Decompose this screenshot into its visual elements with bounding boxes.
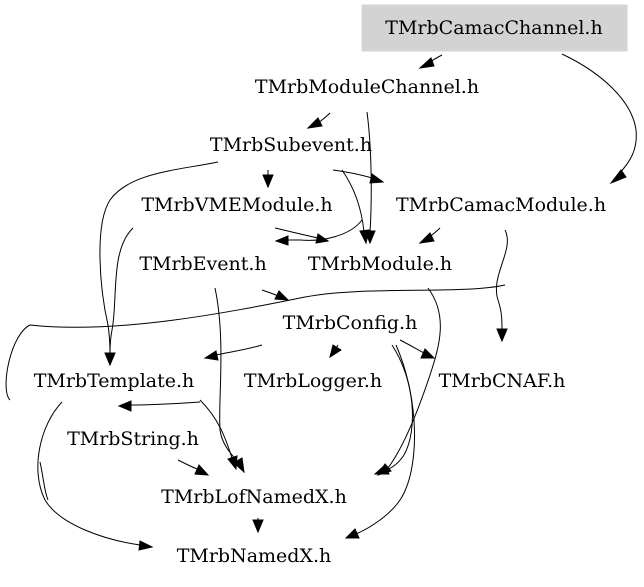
edge-config-to-template [215,344,263,356]
edge-template-to-named-x-arrowhead [138,540,154,551]
node-lof-named-x[interactable]: TMrbLofNamedX.h [161,486,347,508]
edge-subevent-to-camac-module-arrowhead [369,173,385,184]
edge-string-to-named-x [39,461,49,501]
edge-config-to-template-arrowhead [203,350,219,361]
edge-camac-module-to-module-arrowhead [418,232,435,244]
edge-config-to-named-x-arrowhead [344,528,360,539]
edge-subevent-to-camac-module [332,169,373,179]
edge-config-to-logger-arrowhead [329,344,342,359]
node-cnaf[interactable]: TMrbCNAF.h [439,370,566,392]
edge-event-to-config [261,289,279,297]
edge-config-to-named-x [355,344,416,535]
edge-subevent-to-module [341,169,365,233]
edge-config-to-cnaf-arrowhead [420,348,436,359]
node-module-channel[interactable]: TMrbModuleChannel.h [255,76,479,98]
edge-module-channel-to-subevent-arrowhead [306,117,323,129]
edge-string-to-lof-named-x-arrowhead [194,464,210,476]
node-camac-channel[interactable]: TMrbCamacChannel.h [385,17,602,39]
edge-subevent-to-vme-module-arrowhead [262,174,274,189]
edge-camac-module-to-cnaf-arrowhead [496,328,508,343]
node-named-x[interactable]: TMrbNamedX.h [177,545,332,567]
edge-template-to-lof-named-x-arrowhead [227,455,238,471]
edge-config-to-cnaf [399,339,425,354]
node-vme-module[interactable]: TMrbVMEModule.h [141,194,332,216]
node-template[interactable]: TMrbTemplate.h [34,370,195,392]
edge-event-to-config-arrowhead [274,290,290,301]
edge-lof-named-x-to-named-x-arrowhead [252,519,264,534]
edge-config-to-lof-named-x [385,344,413,471]
edge-vme-module-to-module [274,227,319,239]
edge-config-to-lof-named-x-arrowhead [373,464,390,475]
graph-nodes: TMrbCamacChannel.h TMrbModuleChannel.h T… [34,17,606,567]
edge-subevent-to-template [99,161,219,355]
node-string[interactable]: TMrbString.h [67,428,199,450]
edge-vme-module-to-template [109,227,134,355]
node-module[interactable]: TMrbModule.h [308,253,452,275]
edge-camac-channel-to-camac-module-arrowhead [609,169,627,185]
edge-module-channel-to-module [366,111,372,233]
edge-template-to-named-x [37,401,141,546]
edge-vme-module-to-module-arrowhead [315,233,330,244]
edge-camac-module-to-cnaf [496,229,508,331]
edge-template-to-lof-named-x [199,399,233,459]
node-event[interactable]: TMrbEvent.h [139,253,266,275]
edge-template-to-string-arrowhead [117,400,132,412]
graph-edges [5,53,637,551]
node-config[interactable]: TMrbConfig.h [283,312,418,334]
edge-string-to-lof-named-x [177,459,198,470]
edge-template-to-string [129,401,201,406]
root-node-box [361,4,628,52]
edge-module-to-lof-named-x [387,287,441,469]
edge-event-to-lof-named-x [214,287,239,463]
edge-subevent-to-template-arrowhead [104,352,116,367]
edge-module-to-event-arrowhead [274,235,289,246]
edge-camac-channel-to-module-channel-arrowhead [418,57,435,69]
edge-subevent-to-module-arrowhead [359,229,370,245]
node-logger[interactable]: TMrbLogger.h [244,370,382,392]
edge-camac-channel-to-camac-module [561,53,637,176]
edge-module-to-template [5,284,506,401]
edge-module-to-event [286,219,363,241]
node-subevent[interactable]: TMrbSubevent.h [210,134,372,156]
node-camac-module[interactable]: TMrbCamacModule.h [396,194,606,216]
